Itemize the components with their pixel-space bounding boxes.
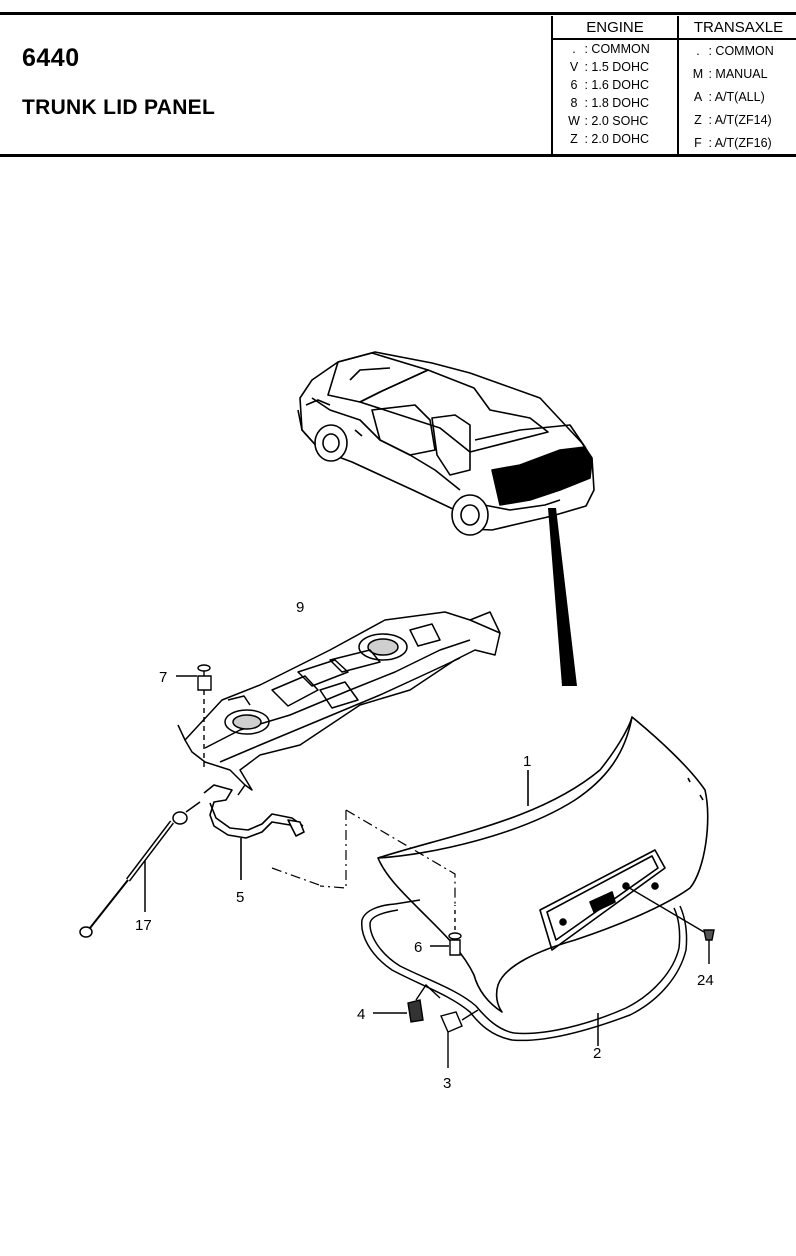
engine-legend-row: 8 : 1.8 DOHC [570, 96, 650, 110]
engine-legend-row: 6 : 1.6 DOHC [570, 78, 650, 92]
transaxle-legend-row: Z : A/T(ZF14) [694, 113, 772, 127]
header-bottom-rule [0, 154, 796, 157]
bolt-part-7 [176, 664, 212, 770]
package-tray-part [177, 611, 501, 796]
engine-legend-row: W : 2.0 SOHC [568, 114, 649, 128]
engine-legend-row: Z : 2.0 DOHC [570, 132, 650, 146]
engine-legend-row: V : 1.5 DOHC [569, 60, 650, 74]
transaxle-legend-row: M : MANUAL [692, 67, 768, 81]
transaxle-legend-row: . : COMMON [696, 44, 774, 58]
callout-labels: 1 2 3 4 5 6 7 9 17 24 [135, 599, 714, 1092]
header-top-rule [0, 12, 796, 15]
transaxle-legend-row: F : A/T(ZF16) [694, 136, 772, 150]
callout-5: 5 [236, 889, 244, 906]
engine-legend: ENGINE . : COMMON V : 1.5 DOHC 6 : 1.6 D… [551, 16, 677, 154]
callout-6: 6 [414, 939, 422, 956]
section-code: 6440 [22, 44, 80, 72]
callout-9: 9 [296, 599, 304, 616]
callout-1: 1 [523, 753, 531, 770]
callout-24: 24 [697, 972, 714, 989]
bolt-part-6 [430, 905, 462, 956]
weatherstrip-part-2 [361, 899, 688, 1046]
callout-3: 3 [443, 1075, 451, 1092]
transaxle-legend-row: A : A/T(ALL) [693, 90, 765, 104]
hinge-part-5 [203, 784, 305, 880]
engine-legend-header: ENGINE [553, 16, 677, 40]
assembly-guide-lines [271, 809, 456, 905]
trunk-lid-part-1 [377, 716, 709, 1013]
gas-strut-part-17 [79, 801, 201, 938]
stopper-part-3 [440, 1009, 479, 1068]
callout-17: 17 [135, 917, 152, 934]
transaxle-legend: TRANSAXLE . : COMMON M : MANUAL A : A/T(… [677, 16, 796, 154]
exploded-parts-diagram: 1 2 3 4 5 6 7 9 17 24 [79, 351, 715, 1092]
callout-4: 4 [357, 1006, 365, 1023]
callout-2: 2 [593, 1045, 601, 1062]
bumper-stop-part-4 [373, 983, 441, 1023]
engine-legend-row: . : COMMON [572, 42, 650, 56]
locator-pointer [548, 508, 577, 686]
transaxle-legend-header: TRANSAXLE [679, 16, 796, 40]
section-title: TRUNK LID PANEL [22, 96, 216, 119]
clip-part-24 [625, 885, 715, 964]
vehicle-locator-illustration [297, 351, 595, 536]
callout-7: 7 [159, 669, 167, 686]
page-header: 6440 TRUNK LID PANEL ENGINE . : COMMON V… [0, 0, 796, 158]
